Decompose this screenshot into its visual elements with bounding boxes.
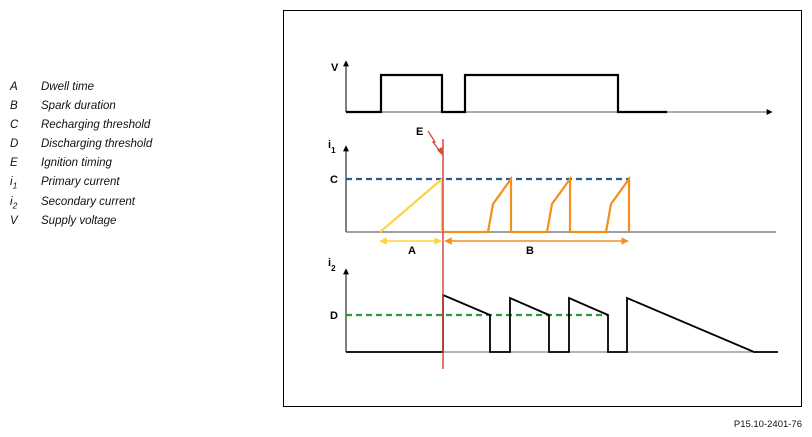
legend-label: Dwell time <box>41 81 95 93</box>
dwell-current-ramp <box>379 176 444 233</box>
span-a-label: A <box>408 245 416 257</box>
legend-item-i1: i1 Primary current <box>10 175 180 194</box>
legend-label: Discharging threshold <box>41 138 153 151</box>
legend-label: Secondary current <box>41 195 135 208</box>
i2-axis-label: i2 <box>328 257 336 273</box>
legend-key: A <box>10 81 18 93</box>
spark-icon <box>427 130 442 154</box>
legend-key: i1 <box>10 176 18 191</box>
legend-item-b: B Spark duration <box>10 99 180 118</box>
secondary-current-trace <box>346 293 778 353</box>
legend-key: C <box>10 119 19 132</box>
threshold-d-label: D <box>330 310 338 322</box>
legend-label: Recharging threshold <box>41 119 151 132</box>
legend-item-a: A Dwell time <box>10 80 180 99</box>
legend-label: Primary current <box>41 176 120 189</box>
legend-key: V <box>10 214 18 227</box>
legend-item-i2: i2 Secondary current <box>10 195 180 214</box>
legend: A Dwell time B Spark duration C Rechargi… <box>10 80 180 233</box>
legend-label: Supply voltage <box>41 214 117 227</box>
diagram-frame: V i1 C A B i2 D E <box>283 10 802 407</box>
v-axis-label: V <box>331 62 339 74</box>
legend-item-c: C Recharging threshold <box>10 118 180 137</box>
legend-item-v: V Supply voltage <box>10 214 180 233</box>
threshold-c-label: C <box>330 174 338 186</box>
i1-axis-label: i1 <box>328 139 336 155</box>
ignition-timing-diagram: V i1 C A B i2 D E <box>328 60 778 369</box>
legend-item-d: D Discharging threshold <box>10 137 180 156</box>
legend-key: B <box>10 100 18 113</box>
recharge-current-trace <box>444 175 631 234</box>
legend-label: Ignition timing <box>41 157 112 170</box>
legend-item-e: E Ignition timing <box>10 156 180 175</box>
legend-key: E <box>10 157 18 170</box>
legend-label: Spark duration <box>41 100 116 113</box>
span-b-label: B <box>526 245 534 257</box>
supply-voltage-trace <box>346 73 667 114</box>
ignition-label: E <box>416 126 423 138</box>
legend-key: D <box>10 138 19 151</box>
spark-arrow-head <box>437 147 443 156</box>
figure-reference: P15.10-2401-76 <box>733 419 802 430</box>
legend-key: i2 <box>10 195 18 210</box>
